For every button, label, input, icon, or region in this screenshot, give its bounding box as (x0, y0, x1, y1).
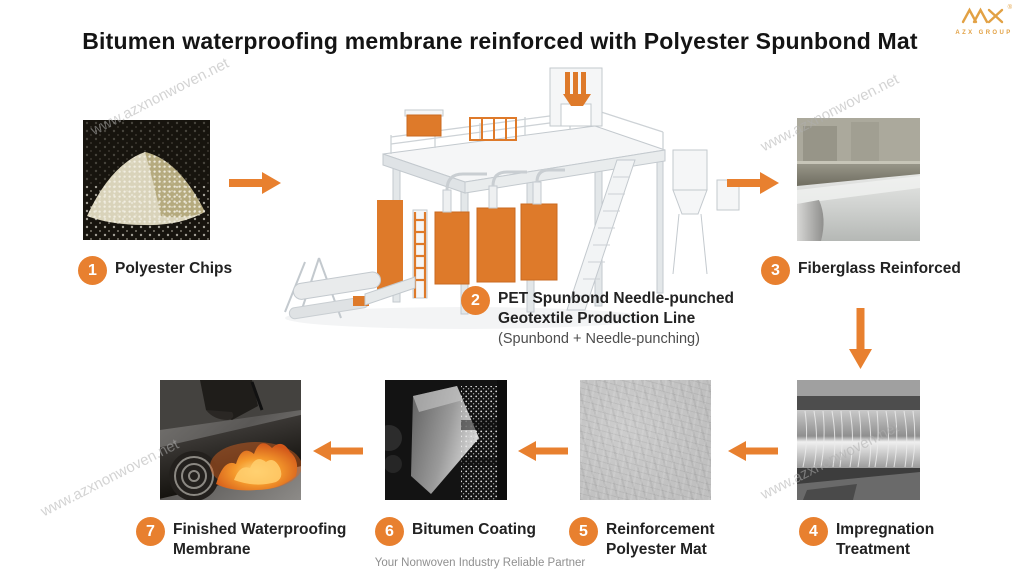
impregnation-photo (797, 380, 920, 500)
step-number-badge: 4 (799, 517, 828, 546)
step-5-label: 5 Reinforcement Polyester Mat (569, 517, 715, 560)
polyester-mat-photo (580, 380, 711, 500)
step-4-label: 4 Impregnation Treatment (799, 517, 934, 560)
step-number-badge: 2 (461, 286, 490, 315)
azx-logo-icon (961, 7, 1004, 24)
arrow-left-icon (518, 441, 568, 466)
finished-membrane-photo (160, 380, 301, 500)
step-number-badge: 7 (136, 517, 165, 546)
step-2-label: 2 PET Spunbond Needle-punched Geotextile… (461, 286, 734, 348)
production-line-render (265, 62, 755, 357)
arrow-right-icon (229, 172, 281, 199)
step-1-label: 1 Polyester Chips (78, 256, 232, 285)
step-number-badge: 6 (375, 517, 404, 546)
brand-name: AZX GROUP (955, 30, 1013, 36)
arrow-left-icon (728, 441, 778, 466)
step-number-badge: 1 (78, 256, 107, 285)
bitumen-coating-photo (385, 380, 507, 500)
arrow-down-icon (849, 308, 872, 374)
brand-logo: ® AZX GROUP (954, 5, 1014, 36)
polyester-chips-photo (83, 120, 210, 240)
step-6-label: 6 Bitumen Coating (375, 517, 536, 546)
arrow-right-icon (727, 172, 779, 199)
step-7-label: 7 Finished Waterproofing Membrane (136, 517, 346, 560)
arrow-left-icon (313, 441, 363, 466)
step-number-badge: 3 (761, 256, 790, 285)
fiberglass-photo (797, 118, 920, 241)
registered-mark: ® (1007, 5, 1012, 11)
page-title: Bitumen waterproofing membrane reinforce… (82, 28, 918, 54)
footer-tagline: Your Nonwoven Industry Reliable Partner (374, 557, 586, 569)
step-3-label: 3 Fiberglass Reinforced (761, 256, 961, 285)
step-number-badge: 5 (569, 517, 598, 546)
